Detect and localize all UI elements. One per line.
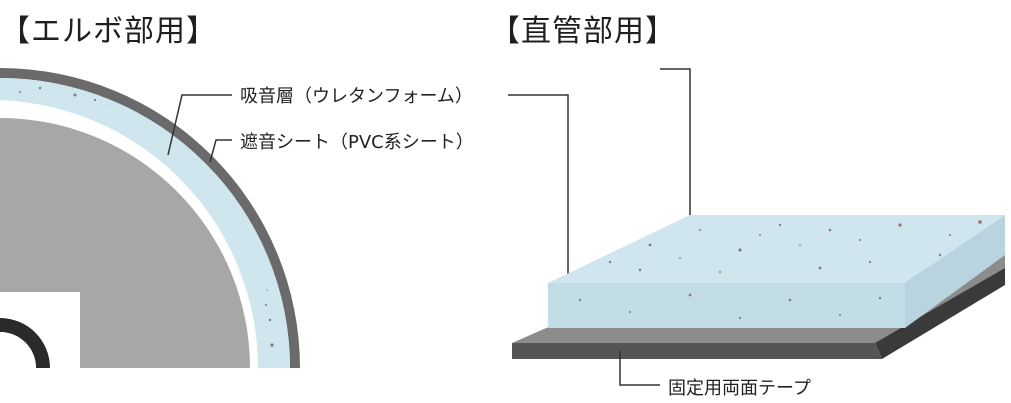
- elbow-inner-ring: [0, 318, 50, 368]
- label-double-sided-tape: 固定用両面テープ: [668, 378, 811, 399]
- leader-foam: [167, 94, 232, 156]
- foam-top-face: [548, 215, 1005, 283]
- foam-front-face: [548, 283, 905, 328]
- leader-tape: [619, 351, 660, 386]
- elbow-cross-section: [0, 68, 300, 368]
- label-sound-sheet: 遮音シート（PVC系シート）: [240, 132, 474, 153]
- tape-front: [512, 343, 882, 359]
- elbow-title: 【エルボ部用】: [0, 14, 217, 49]
- tape-side-right: [875, 268, 1005, 359]
- straight-pipe-title: 【直管部用】: [490, 14, 676, 49]
- foam-right-face: [905, 215, 1005, 328]
- straight-slab: [512, 215, 1005, 359]
- leader-sheet: [209, 139, 232, 163]
- label-foam-layer: 吸音層（ウレタンフォーム）: [240, 86, 473, 107]
- leader-foam-right: [508, 94, 569, 275]
